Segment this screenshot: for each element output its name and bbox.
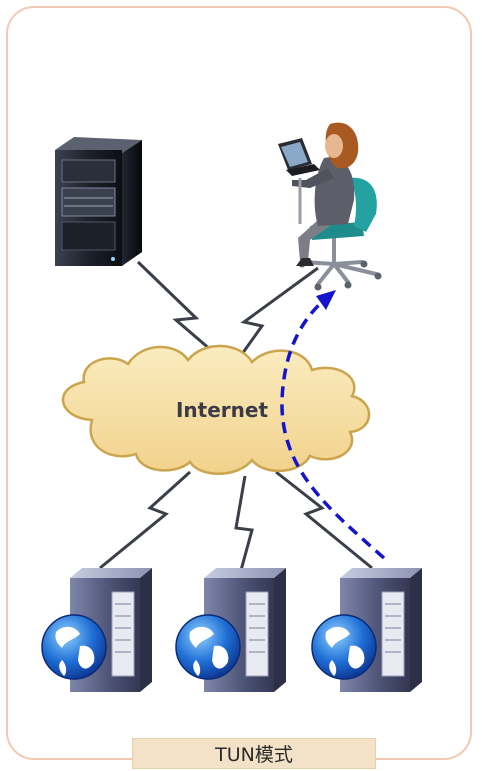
globe-icon: [311, 614, 377, 680]
link-web-server-3: [275, 470, 373, 570]
globe-icon: [175, 614, 241, 680]
tunnel-response-arrow: [280, 290, 386, 560]
internet-cloud: Internet: [61, 344, 371, 475]
link-user: [230, 266, 319, 369]
diagram-caption: TUN模式: [132, 738, 376, 769]
link-client-server: [136, 260, 233, 370]
web-server-2: [175, 568, 286, 692]
client-server-tower-icon: [55, 137, 142, 266]
globe-icon: [41, 614, 107, 680]
web-server-1: [41, 568, 152, 692]
link-web-server-2: [234, 475, 254, 575]
link-web-server-1: [99, 470, 192, 570]
web-server-icon: [204, 568, 286, 692]
web-server-3: [311, 568, 422, 692]
internet-label: Internet: [176, 398, 268, 422]
user-at-laptop-icon: [278, 122, 382, 291]
arrowhead-icon: [316, 290, 336, 310]
